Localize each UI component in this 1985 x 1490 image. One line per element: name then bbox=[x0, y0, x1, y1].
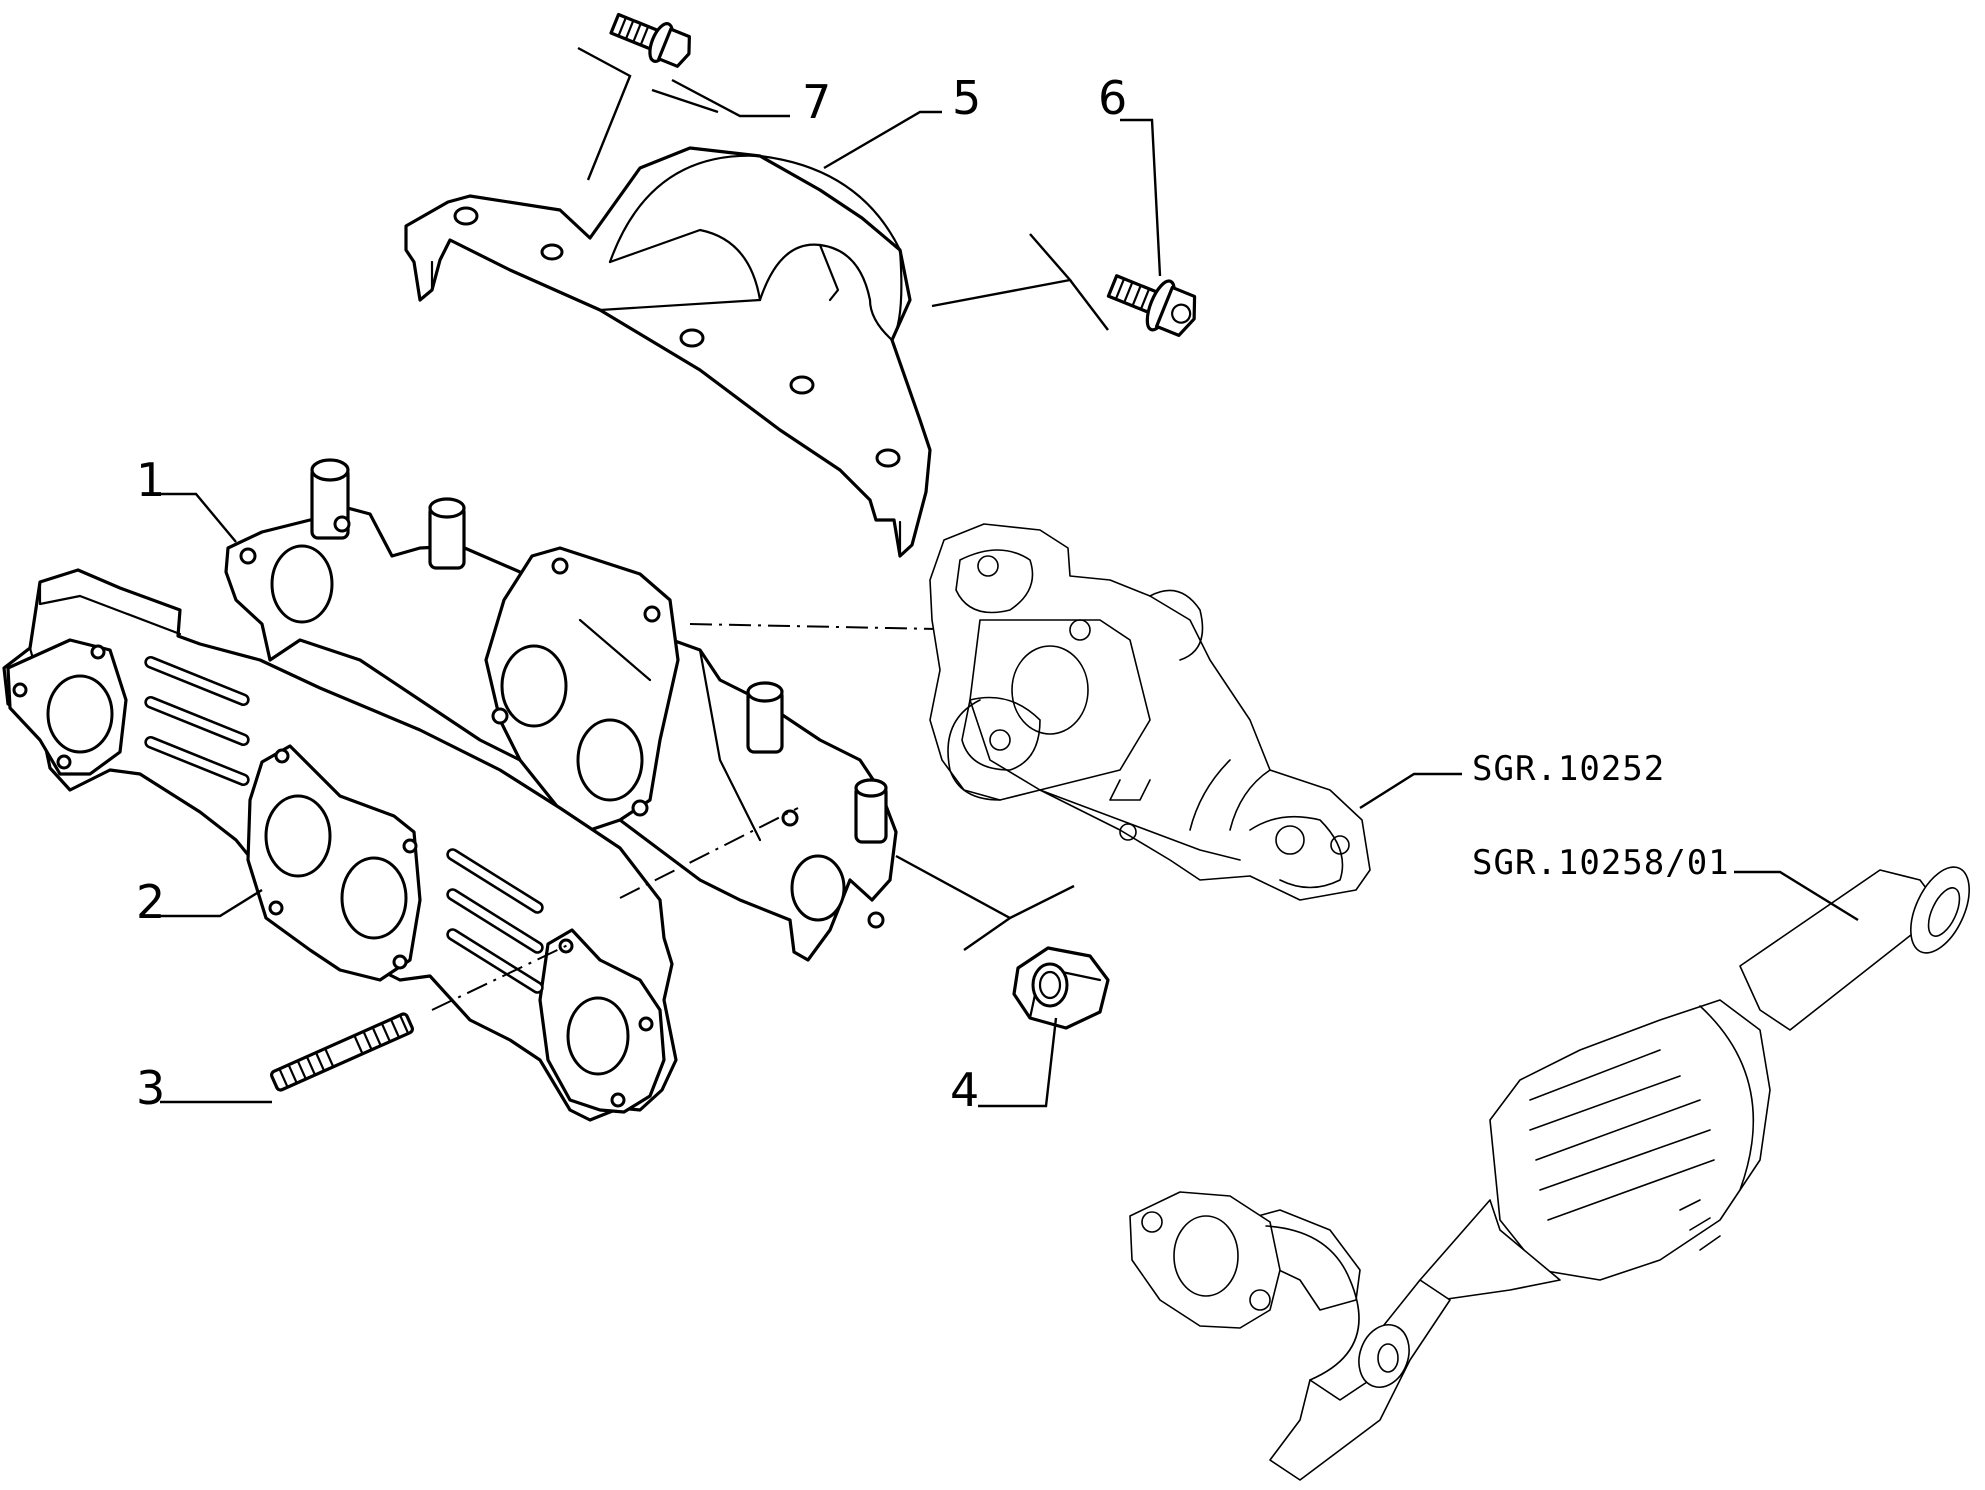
nut-indicator-line bbox=[895, 854, 1075, 951]
callout-2: 2 bbox=[136, 875, 165, 929]
callout-leaders bbox=[160, 78, 1859, 1108]
heat-shield-part-5[interactable] bbox=[404, 146, 932, 558]
gasket-part-2[interactable] bbox=[2, 568, 678, 1122]
bolt-part-7[interactable] bbox=[607, 5, 696, 72]
reference-code-catalyst: SGR.10258/01 bbox=[1472, 843, 1730, 883]
callout-4: 4 bbox=[950, 1063, 979, 1117]
exhaust-manifold-part-1[interactable] bbox=[224, 458, 898, 962]
reference-manifold-assembly bbox=[929, 523, 1371, 901]
callout-7: 7 bbox=[802, 75, 831, 129]
callout-1: 1 bbox=[136, 453, 165, 507]
reference-code-manifold: SGR.10252 bbox=[1472, 749, 1665, 789]
nut-part-4[interactable] bbox=[1012, 946, 1110, 1030]
mounting-indicator-lines bbox=[577, 46, 1109, 331]
stud-part-3[interactable] bbox=[270, 1012, 414, 1092]
callout-5: 5 bbox=[952, 71, 981, 125]
callout-6: 6 bbox=[1098, 71, 1127, 125]
reference-catalytic-converter bbox=[1129, 866, 1970, 1481]
bolt-part-6[interactable] bbox=[1103, 262, 1204, 343]
callout-3: 3 bbox=[136, 1061, 165, 1115]
